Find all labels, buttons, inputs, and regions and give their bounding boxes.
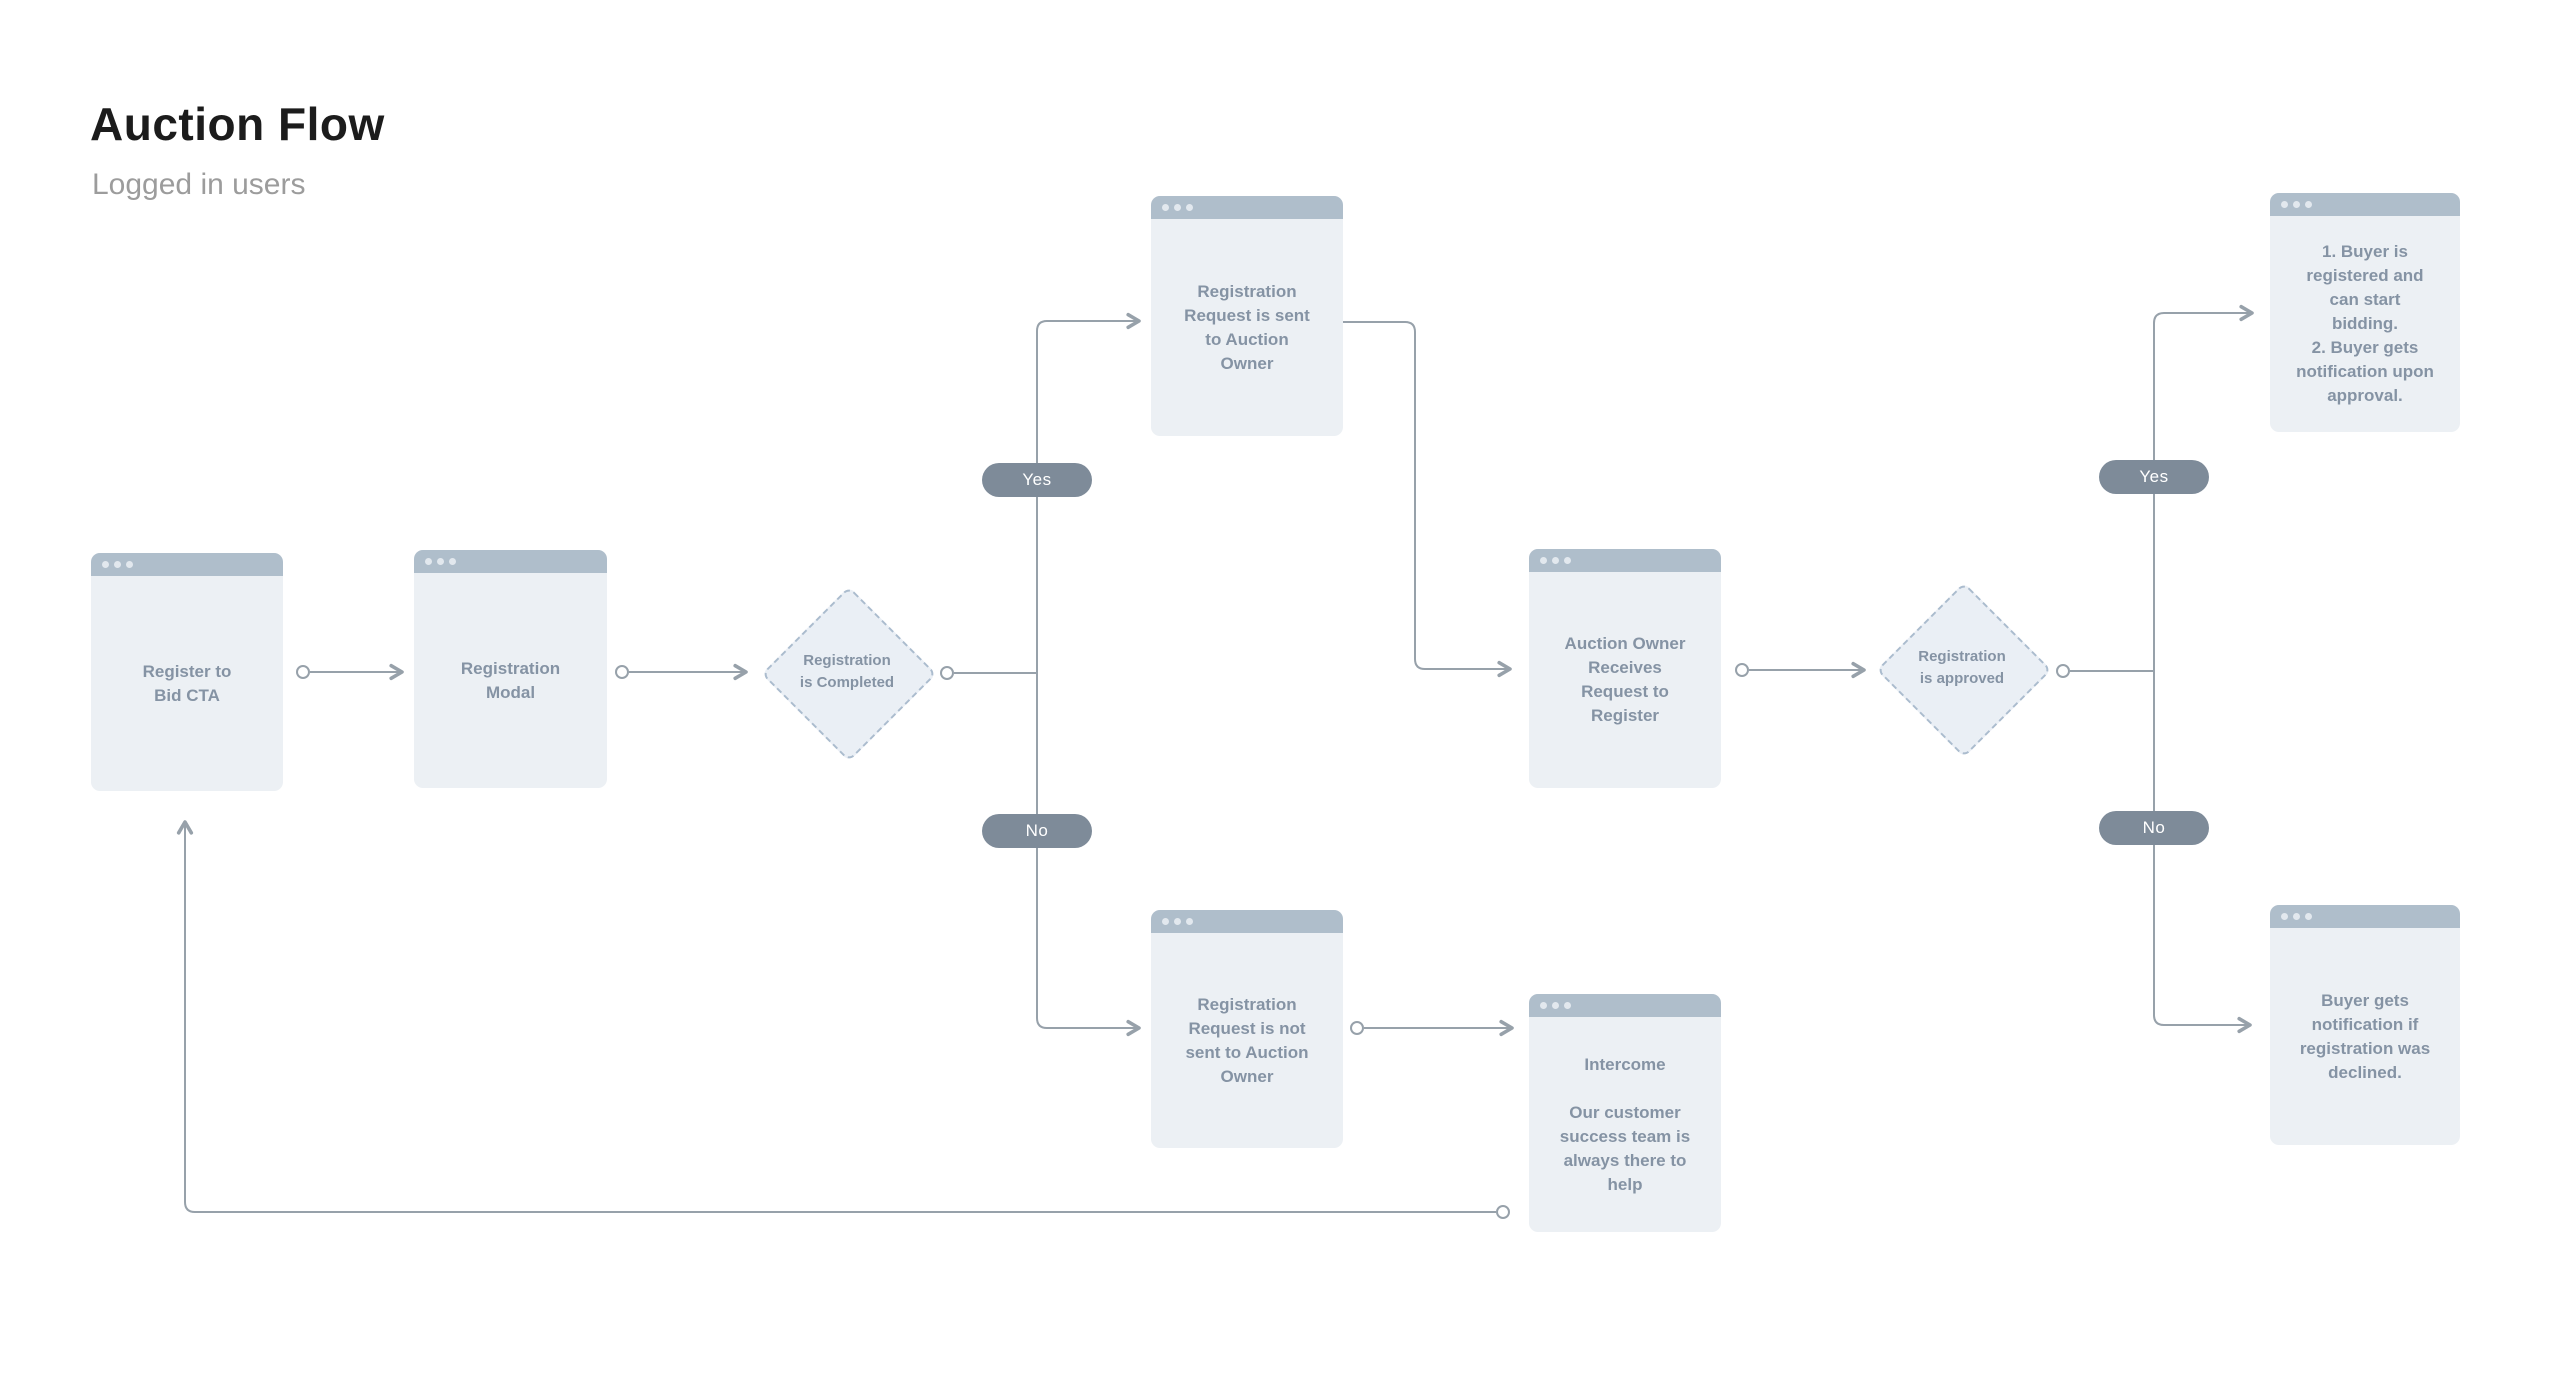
node-label: Registration Modal	[460, 658, 561, 702]
window-dot-icon	[1174, 918, 1181, 925]
node-label: Auction Owner Receives Request to Regist…	[1564, 634, 1686, 725]
window-dot-icon	[2293, 201, 2300, 208]
node-buyer-registered: 1. Buyer is registered and can start bid…	[2270, 193, 2460, 432]
intercome-body: Our customer success team is always ther…	[1559, 1102, 1691, 1194]
window-titlebar	[1529, 994, 1721, 1017]
window-dot-icon	[2293, 913, 2300, 920]
window-dot-icon	[102, 561, 109, 568]
window-dot-icon	[2281, 201, 2288, 208]
window-dot-icon	[425, 558, 432, 565]
node-intercome: Intercome Our customer success team is a…	[1529, 994, 1721, 1232]
window-dot-icon	[437, 558, 444, 565]
window-titlebar	[2270, 193, 2460, 216]
window-titlebar	[414, 550, 607, 573]
node-auction-owner-receives: Auction Owner Receives Request to Regist…	[1529, 549, 1721, 788]
window-dot-icon	[114, 561, 121, 568]
window-dot-icon	[1552, 1002, 1559, 1009]
window-dot-icon	[2305, 913, 2312, 920]
page-subtitle: Logged in users	[92, 168, 306, 201]
node-label: 1. Buyer is registered and can start bid…	[2296, 242, 2434, 405]
window-dot-icon	[1540, 557, 1547, 564]
branch-no-pill: No	[2099, 811, 2209, 845]
window-dot-icon	[1174, 204, 1181, 211]
window-dot-icon	[1552, 557, 1559, 564]
branch-yes-pill: Yes	[982, 463, 1092, 497]
window-dot-icon	[1564, 557, 1571, 564]
window-titlebar	[1151, 910, 1343, 933]
window-dot-icon	[2281, 913, 2288, 920]
window-titlebar	[1529, 549, 1721, 572]
window-dot-icon	[1162, 918, 1169, 925]
node-registration-modal: Registration Modal	[414, 550, 607, 788]
node-label: Register to Bid CTA	[142, 661, 232, 705]
intercome-title: Intercome	[1584, 1054, 1666, 1074]
window-titlebar	[2270, 905, 2460, 928]
window-dot-icon	[1540, 1002, 1547, 1009]
window-dot-icon	[1186, 204, 1193, 211]
branch-yes-pill: Yes	[2099, 460, 2209, 494]
node-request-sent: Registration Request is sent to Auction …	[1151, 196, 1343, 436]
window-titlebar	[1151, 196, 1343, 219]
decision-label: Registration is approved	[1918, 648, 2006, 687]
window-dot-icon	[1162, 204, 1169, 211]
window-dot-icon	[126, 561, 133, 568]
node-label: Registration Request is sent to Auction …	[1184, 281, 1310, 373]
node-register-to-bid-cta: Register to Bid CTA	[91, 553, 283, 791]
branch-no-pill: No	[982, 814, 1092, 848]
decision-label: Registration is Completed	[799, 652, 895, 691]
window-dot-icon	[1186, 918, 1193, 925]
window-titlebar	[91, 553, 283, 576]
page-title: Auction Flow	[90, 98, 385, 150]
window-dot-icon	[1564, 1002, 1571, 1009]
node-buyer-declined: Buyer gets notification if registration …	[2270, 905, 2460, 1145]
node-label: Registration Request is not sent to Auct…	[1185, 994, 1309, 1086]
node-request-not-sent: Registration Request is not sent to Auct…	[1151, 910, 1343, 1148]
node-label: Intercome Our customer success team is a…	[1529, 1017, 1721, 1232]
node-label: Buyer gets notification if registration …	[2299, 990, 2431, 1082]
window-dot-icon	[2305, 201, 2312, 208]
window-dot-icon	[449, 558, 456, 565]
